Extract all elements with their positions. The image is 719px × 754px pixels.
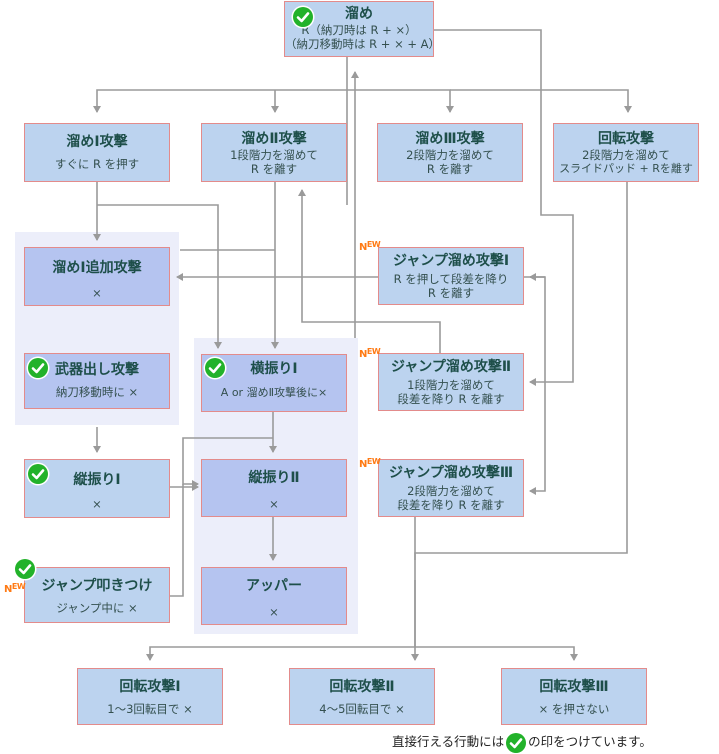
node-jtame3: ジャンプ溜め攻撃Ⅲ 2段階力を溜めて 段差を降り R を離す <box>378 459 524 517</box>
node-sub: R（納刀時は R + ×） <box>301 23 417 37</box>
connector <box>97 204 222 349</box>
new-badge: NEW <box>359 347 381 360</box>
node-tame3: 溜めⅢ攻撃 2段階力を溜めて R を離す <box>377 123 523 182</box>
connector <box>450 89 632 113</box>
node-title: 溜めⅠ攻撃 <box>66 134 128 150</box>
node-sub: 納刀移動時に × <box>55 385 139 399</box>
node-tame1: 溜めⅠ攻撃 すぐに R を押す <box>24 123 170 182</box>
node-title: 回転攻撃Ⅰ <box>119 679 181 695</box>
node-kaiten1: 回転攻撃Ⅰ 1～3回転目で × <box>77 668 223 725</box>
node-yoko1: 横振りⅠ A or 溜めⅡ攻撃後に× <box>201 354 347 412</box>
node-sub: 段差を降り R を離す <box>397 392 505 406</box>
node-sub: × <box>92 497 102 511</box>
node-kaiten: 回転攻撃 2段階力を溜めて スライドパッド + Rを離す <box>553 123 699 182</box>
check-circle-icon <box>28 358 48 378</box>
node-sub: 2段階力を溜めて <box>582 148 670 162</box>
node-sub: × を押さない <box>538 702 610 716</box>
node-title: 縦振りⅠ <box>73 472 121 488</box>
node-sub: （納刀移動時は R + × + A） <box>285 37 441 51</box>
node-title: 横振りⅠ <box>250 361 298 377</box>
connector <box>168 484 184 597</box>
legend-note: 直接行える行動には の印をつけています。 <box>392 732 652 753</box>
node-jtame1: ジャンプ溜め攻撃Ⅰ R を押して段差を降り R を離す <box>378 247 524 305</box>
legend-text-after: の印をつけています。 <box>528 734 652 749</box>
node-sub: × <box>269 605 279 619</box>
node-sub: R を離す <box>427 286 475 300</box>
node-sub: 2段階力を溜めて <box>407 484 495 498</box>
node-title: 回転攻撃 <box>598 131 654 147</box>
legend-text-before: 直接行える行動には <box>392 734 505 749</box>
node-sub: R を離す <box>426 162 474 176</box>
node-title: 回転攻撃Ⅲ <box>539 679 609 695</box>
node-title: 武器出し攻撃 <box>55 362 139 378</box>
node-kaiten3: 回転攻撃Ⅲ × を押さない <box>501 668 647 725</box>
node-title: 溜めⅠ追加攻撃 <box>52 260 142 276</box>
new-badge: NEW <box>359 240 381 253</box>
node-sub: A or 溜めⅡ攻撃後に× <box>220 386 328 399</box>
node-title: ジャンプ溜め攻撃Ⅱ <box>390 359 512 375</box>
check-circle-icon <box>205 358 225 378</box>
node-sub: 1段階力を溜めて <box>407 378 495 392</box>
node-title: アッパー <box>246 578 302 594</box>
connector <box>349 89 454 113</box>
node-sub: すぐに R を押す <box>54 157 140 171</box>
node-title: 溜めⅢ攻撃 <box>415 131 485 147</box>
node-title: 溜めⅡ攻撃 <box>241 131 307 147</box>
node-kaiten2: 回転攻撃Ⅱ 4～5回転目で × <box>289 668 435 725</box>
node-tate2: 縦振りⅡ × <box>201 459 347 517</box>
node-sub: 段差を降り R を離す <box>397 498 505 512</box>
node-title: ジャンプ溜め攻撃Ⅲ <box>388 465 514 481</box>
node-tate1: 縦振りⅠ × <box>24 459 170 518</box>
node-title: ジャンプ溜め攻撃Ⅰ <box>392 253 510 269</box>
connector <box>93 89 349 113</box>
node-jtame2: ジャンプ溜め攻撃Ⅱ 1段階力を溜めて 段差を降り R を離す <box>378 353 524 411</box>
node-jump-tataki: ジャンプ叩きつけ ジャンプ中に × <box>24 567 170 623</box>
node-title: 溜め <box>345 6 373 22</box>
check-circle-icon <box>293 7 313 27</box>
node-tame: 溜め R（納刀時は R + ×） （納刀移動時は R + × + A） <box>284 1 441 57</box>
node-sub: 2段階力を溜めて <box>406 148 494 162</box>
connector <box>434 29 574 386</box>
connector <box>182 437 273 488</box>
check-circle-icon <box>506 732 527 753</box>
node-sub: R を押して段差を降り <box>393 272 509 286</box>
new-badge: NEW <box>4 582 26 595</box>
node-tame1-add: 溜めⅠ追加攻撃 × <box>24 247 170 306</box>
node-sub: 1～3回転目で × <box>107 702 193 716</box>
node-tame2: 溜めⅡ攻撃 1段階力を溜めて R を離す <box>201 123 347 182</box>
node-sub: ジャンプ中に × <box>56 601 138 615</box>
check-circle-icon <box>15 559 35 579</box>
node-title: ジャンプ叩きつけ <box>41 578 153 594</box>
node-buki: 武器出し攻撃 納刀移動時に × <box>24 353 170 409</box>
node-sub: 4～5回転目で × <box>319 702 405 716</box>
check-circle-icon <box>28 464 48 484</box>
node-sub: 1段階力を溜めて <box>230 148 318 162</box>
node-sub: R を離す <box>250 162 298 176</box>
connector <box>298 189 441 355</box>
node-sub: × <box>269 497 279 511</box>
node-title: 回転攻撃Ⅱ <box>329 679 395 695</box>
node-sub: × <box>92 286 102 300</box>
node-upper: アッパー × <box>201 567 347 625</box>
new-badge: NEW <box>359 457 381 470</box>
node-title: 縦振りⅡ <box>248 470 300 486</box>
connector <box>415 646 578 661</box>
node-sub: スライドパッド + Rを離す <box>559 162 693 175</box>
